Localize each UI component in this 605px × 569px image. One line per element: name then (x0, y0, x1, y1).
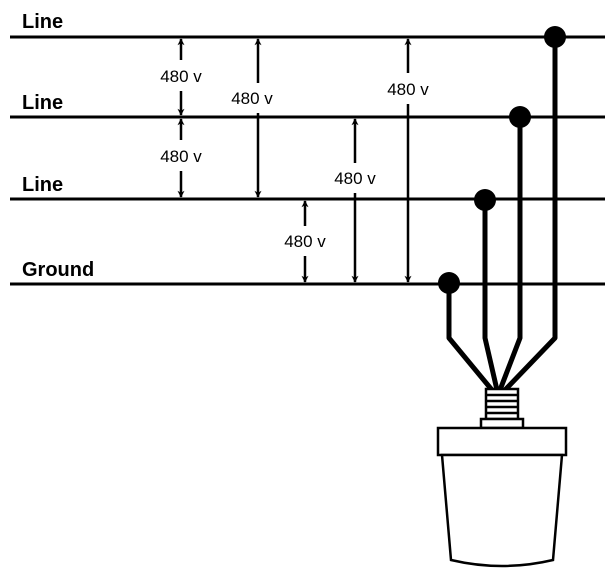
voltage-label-l2-l3: 480 v (160, 147, 202, 166)
wire-line-1 (503, 37, 558, 392)
tap-dots (438, 26, 566, 294)
bus-label-line-1: Line (22, 11, 63, 33)
tap-dot-line-2 (509, 106, 531, 128)
device-wires (446, 37, 558, 392)
bus-label-line-3: Line (22, 174, 63, 196)
tap-dot-ground (438, 272, 460, 294)
voltage-label-l3-g: 480 v (284, 232, 326, 251)
tap-dot-line-3 (474, 189, 496, 211)
threaded-fitting (479, 387, 525, 430)
bus-lines (10, 35, 605, 286)
bus-label-line-2: Line (22, 92, 63, 114)
voltage-label-l1-l3: 480 v (231, 89, 273, 108)
voltage-arrows (177, 38, 412, 283)
tap-dot-line-1 (544, 26, 566, 48)
voltage-label-l1-l2: 480 v (160, 67, 202, 86)
wire-line-2 (497, 117, 523, 391)
device-cap (436, 426, 568, 457)
voltage-label-l2-g: 480 v (334, 169, 376, 188)
bus-label-ground: Ground (22, 259, 94, 281)
wire-line-3 (482, 200, 500, 391)
device-can (440, 453, 564, 568)
voltage-label-l1-g: 480 v (387, 80, 429, 99)
device-body (436, 426, 568, 568)
wire-ground (446, 283, 494, 392)
